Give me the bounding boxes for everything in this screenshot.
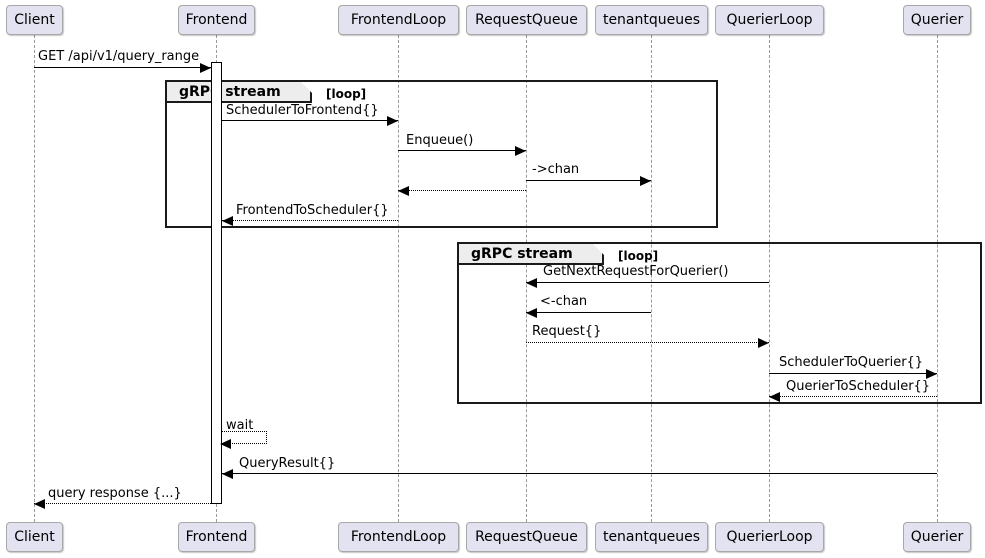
arrowhead-m13 [34,499,45,509]
participant-top-requestqueue[interactable]: RequestQueue [466,5,587,35]
group-condition-grpc-stream-frontend: [loop] [326,87,367,101]
participant-bottom-frontendloop[interactable]: FrontendLoop [338,522,459,552]
group-frame-grpc-stream-frontend [165,80,718,228]
arrowhead-m12 [222,469,233,479]
message-label-m12: QueryResult{} [239,456,336,471]
message-line-m3 [398,150,526,151]
message-line-m10 [769,373,937,374]
participant-top-client[interactable]: Client [6,5,63,35]
message-line-m5 [398,190,526,191]
participant-bottom-querierloop[interactable]: QuerierLoop [715,522,824,552]
participant-bottom-client[interactable]: Client [6,522,63,552]
participant-top-querierloop[interactable]: QuerierLoop [715,5,824,35]
participant-top-tenantqueues[interactable]: tenantqueues [595,5,708,35]
arrowhead-m8 [526,308,537,318]
participant-bottom-requestqueue[interactable]: RequestQueue [466,522,587,552]
group-frame-grpc-stream-querier [457,242,982,404]
lifeline-frontendloop [398,35,399,522]
arrowhead-m6 [222,216,233,226]
arrowhead-m10 [926,369,937,379]
message-line-m7 [526,282,769,283]
arrowhead-m7 [526,278,537,288]
message-label-m9: Request{} [532,324,602,339]
group-label-tab-grpc-stream-frontend: gRPC stream [167,82,312,103]
message-line-m8 [526,312,651,313]
message-line-m12 [222,473,937,474]
participant-bottom-frontend[interactable]: Frontend [178,522,255,552]
participant-top-querier[interactable]: Querier [903,5,971,35]
frontend-activation [211,62,222,504]
participant-bottom-tenantqueues[interactable]: tenantqueues [595,522,708,552]
message-line-m9 [526,342,769,343]
message-label-m1: GET /api/v1/query_range [38,49,200,64]
message-label-m10: SchedulerToQuerier{} [779,355,924,370]
lifeline-querierloop [769,35,770,522]
arrowhead-m5 [398,186,409,196]
arrowhead-m3 [515,146,526,156]
message-line-m4 [526,180,651,181]
message-line-m1 [34,67,211,68]
message-label-m13: query response {...} [48,486,182,501]
arrowhead-m1 [200,63,211,73]
arrowhead-m4 [640,176,651,186]
message-label-m7: GetNextRequestForQuerier() [543,264,729,279]
lifeline-querier [937,35,938,522]
message-label-m2: SchedulerToFrontend{} [226,103,379,118]
message-label-m4: ->chan [532,162,580,177]
group-label-tab-grpc-stream-querier: gRPC stream [459,244,604,265]
message-label-m11: QuerierToScheduler{} [786,379,931,394]
lifeline-client [34,35,35,522]
arrowhead-m11 [769,392,780,402]
arrowhead-s1 [220,439,231,449]
message-label-m8: <-chan [540,294,588,309]
group-condition-grpc-stream-querier: [loop] [618,249,659,263]
lifeline-tenantqueues [651,35,652,522]
self-message-label-s1: wait [226,418,254,433]
message-line-m13 [34,503,211,504]
message-line-m6 [222,220,398,221]
participant-top-frontend[interactable]: Frontend [178,5,255,35]
arrowhead-m9 [758,338,769,348]
message-line-m11 [769,396,937,397]
message-label-m3: Enqueue() [406,133,474,148]
message-line-m2 [222,120,398,121]
participant-bottom-querier[interactable]: Querier [903,522,971,552]
arrowhead-m2 [387,116,398,126]
message-label-m6: FrontendToScheduler{} [236,203,389,218]
participant-top-frontendloop[interactable]: FrontendLoop [338,5,459,35]
self-message-s1 [221,431,267,444]
